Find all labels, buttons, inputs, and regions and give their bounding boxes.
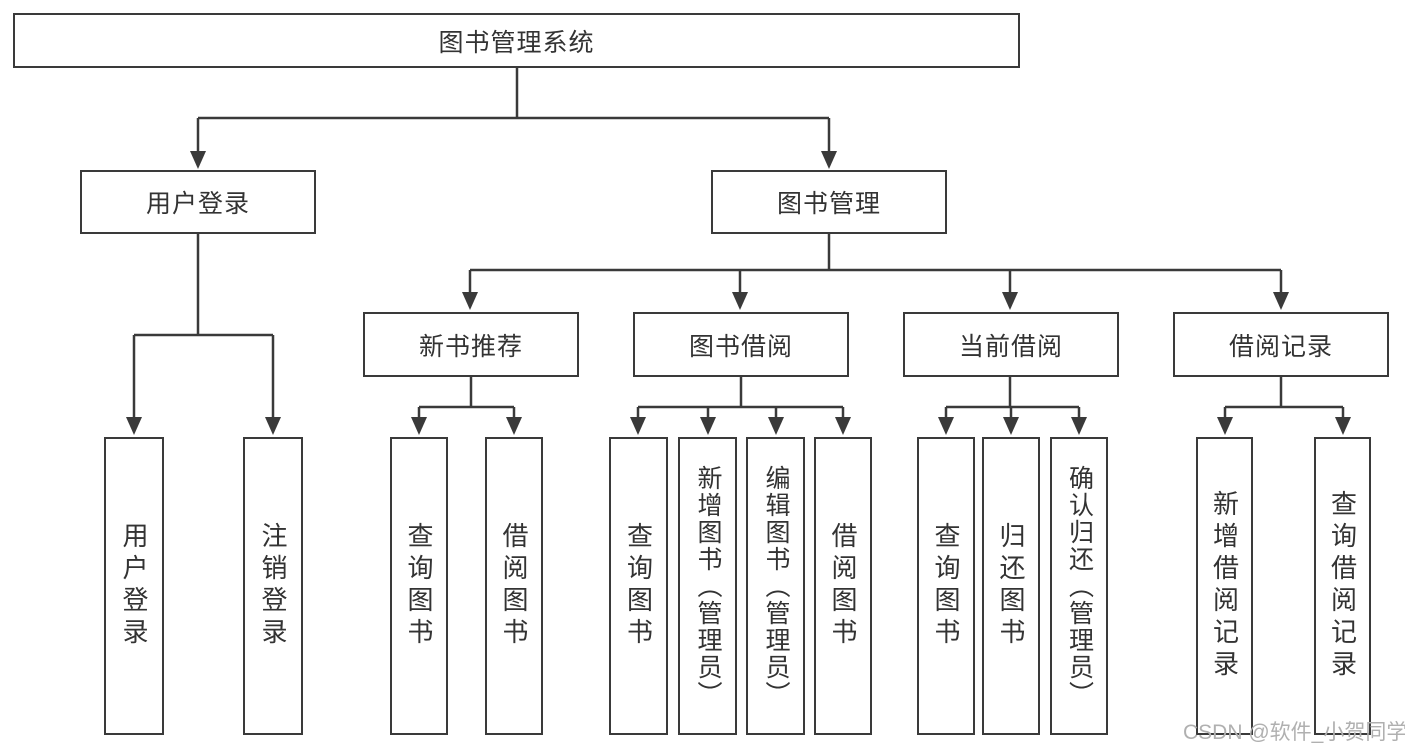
label: 图书管理系统 xyxy=(438,28,595,57)
label: 借阅记录 xyxy=(1228,332,1333,361)
label: 归还图书 xyxy=(996,522,1026,650)
connector-root-to-level2 xyxy=(190,68,837,169)
node-leaf-borrow-books-recommend: 借阅图书 xyxy=(485,437,543,735)
node-leaf-user-login: 用户登录 xyxy=(104,437,164,735)
label: 注销登录 xyxy=(258,522,288,650)
node-leaf-confirm-return-admin: 确认归还（管理员） xyxy=(1050,437,1108,735)
label: 用户登录 xyxy=(145,190,250,218)
node-leaf-query-books-current: 查询图书 xyxy=(917,437,975,735)
label: 用户登录 xyxy=(119,522,149,650)
node-leaf-add-borrow-record: 新增借阅记录 xyxy=(1196,437,1253,735)
node-leaf-query-books-borrow: 查询图书 xyxy=(609,437,668,735)
label: 查询图书 xyxy=(931,522,961,650)
connector-user-login-branch xyxy=(126,234,281,435)
label: 查询借阅记录 xyxy=(1327,490,1358,682)
connector-new-book-recommend-branch xyxy=(411,377,522,435)
node-leaf-add-books-admin: 新增图书（管理员） xyxy=(678,437,737,735)
node-user-login: 用户登录 xyxy=(80,170,316,234)
label: 图书管理 xyxy=(776,190,881,218)
node-leaf-edit-books-admin: 编辑图书（管理员） xyxy=(746,437,805,735)
node-new-book-recommend: 新书推荐 xyxy=(363,312,579,377)
label: 借阅图书 xyxy=(828,522,858,650)
node-borrow-records: 借阅记录 xyxy=(1173,312,1389,377)
label: 新增图书（管理员） xyxy=(694,464,722,708)
node-book-borrow: 图书借阅 xyxy=(633,312,849,377)
connector-borrow-records-branch xyxy=(1217,377,1351,435)
node-leaf-return-books: 归还图书 xyxy=(982,437,1040,735)
node-root-system: 图书管理系统 xyxy=(13,13,1020,68)
label: 查询图书 xyxy=(623,522,654,650)
node-book-management: 图书管理 xyxy=(711,170,947,234)
label: 编辑图书（管理员） xyxy=(762,464,790,708)
label: 新增借阅记录 xyxy=(1209,490,1240,682)
node-leaf-query-books-recommend: 查询图书 xyxy=(390,437,448,735)
watermark: CSDN @软件_小贺同学 xyxy=(1183,721,1405,744)
node-leaf-borrow-books: 借阅图书 xyxy=(814,437,872,735)
label: 图书借阅 xyxy=(688,332,793,361)
label: 当前借阅 xyxy=(958,332,1063,361)
connector-book-management-to-level3 xyxy=(462,234,1289,310)
connector-current-borrow-branch xyxy=(938,377,1087,435)
label: 借阅图书 xyxy=(499,522,529,650)
connector-book-borrow-branch xyxy=(630,377,851,435)
label: 新书推荐 xyxy=(418,332,523,361)
label: 查询图书 xyxy=(404,522,434,650)
node-leaf-query-borrow-record: 查询借阅记录 xyxy=(1314,437,1371,735)
node-leaf-logout: 注销登录 xyxy=(243,437,303,735)
label: 确认归还（管理员） xyxy=(1065,464,1094,708)
node-current-borrow: 当前借阅 xyxy=(903,312,1119,377)
